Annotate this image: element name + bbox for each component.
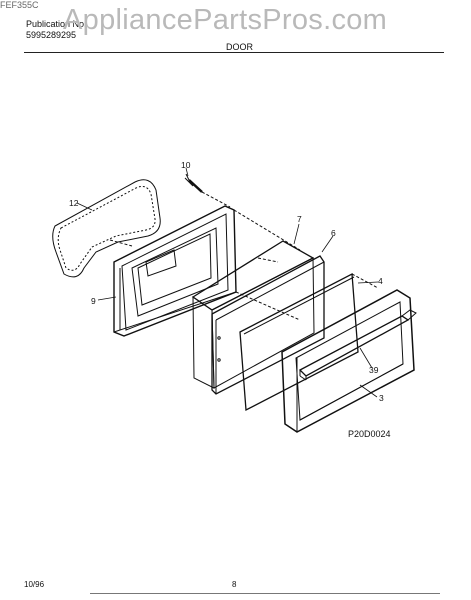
callout-9: 9 <box>91 296 96 306</box>
part-39-handle <box>298 309 417 381</box>
leader-lines <box>76 167 379 398</box>
publication-number: 5995289295 <box>26 30 77 40</box>
part-10-screw <box>184 173 231 208</box>
callout-12: 12 <box>69 198 79 208</box>
part-7-insulation <box>191 240 315 389</box>
footer-page-number: 8 <box>232 580 237 589</box>
part-6-panel <box>211 255 325 395</box>
model-number: FEF355C <box>0 0 39 10</box>
callout-10: 10 <box>181 160 191 170</box>
callout-4: 4 <box>378 276 383 286</box>
callout-7: 7 <box>297 214 302 224</box>
footer-date: 10/96 <box>24 580 45 589</box>
part-4-glass <box>239 272 379 412</box>
diagram-code: P20D0024 <box>348 429 391 439</box>
watermark: AppliancePartsPros.com <box>63 4 388 36</box>
part-12-gasket <box>52 179 161 278</box>
callout-6: 6 <box>331 228 336 238</box>
part-9-inner-door <box>113 205 301 337</box>
footer-rule <box>90 593 440 594</box>
callout-39: 39 <box>369 365 379 375</box>
section-title: DOOR <box>226 42 253 52</box>
callout-3: 3 <box>379 393 384 403</box>
publication-label: Publication No. <box>26 19 87 29</box>
header-rule <box>24 52 444 53</box>
part-3-outer-frame <box>281 289 415 433</box>
